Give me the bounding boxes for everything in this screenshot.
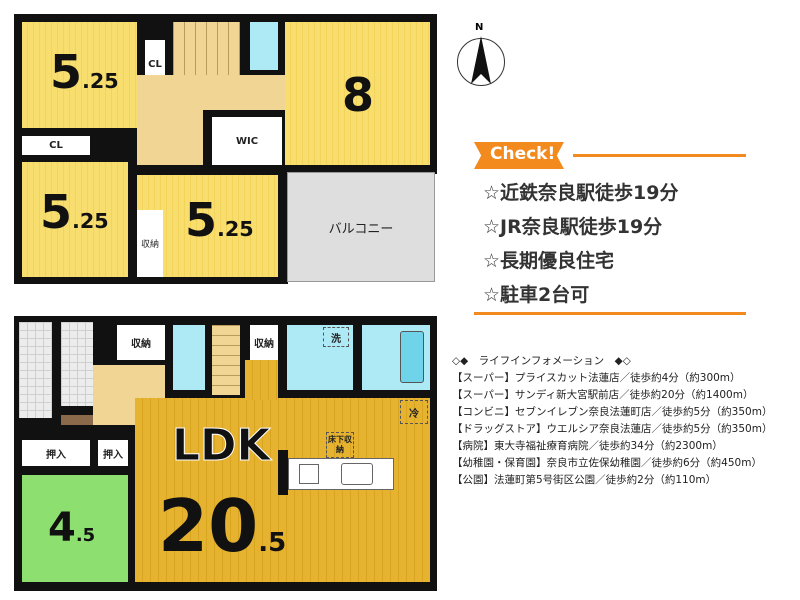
life-info-item: 【公園】法蓮町第5号街区公園／徒歩約2分（約110m） [452,474,717,486]
life-info-item: 【スーパー】プライスカット法蓮店／徒歩約4分（約300m） [452,372,741,384]
check-item: ☆長期優良住宅 [483,250,615,272]
north-arrow-icon [471,36,491,84]
ldk-label: LDK [172,420,272,472]
underfloor-storage: 床下収納 [326,432,354,458]
floor-plan-2f: バルコニー CL WIC CL 収納 5.25 5.25 5.25 8 [0,0,450,290]
toilet-2f [250,22,278,70]
storage-1f-b: 収納 [250,325,278,360]
closet-oshiire-1: 押入 [22,440,90,466]
stairs [173,22,240,75]
life-info-item: 【幼稚園・保育園】奈良市立佐保幼稚園／徒歩約6分（約450m） [452,457,762,469]
check-item: ☆近鉄奈良駅徒歩19分 [483,182,679,204]
bedroom-sw [22,162,128,277]
divider [573,154,746,157]
storage-1f-a: 収納 [117,325,165,360]
wic: WIC [212,117,282,165]
bathroom [362,325,430,390]
entrance-hall [61,322,93,406]
closet-oshiire-2: 押入 [98,440,128,466]
closet-cl2: CL [22,136,90,155]
fridge-space: 冷 [400,400,428,424]
tatami-count-nw: 5.25 [50,45,119,99]
life-info-item: 【ドラッグストア】ウエルシア奈良法蓮店／徒歩約5分（約350m） [452,423,773,435]
kitchen-counter [288,458,394,490]
washroom: 洗 [287,325,353,390]
japanese-room-tatami-count: 4.5 [48,505,96,551]
storage-2f: 収納 [137,210,163,277]
tatami-count-e: 8 [342,68,375,122]
stairs-1f [212,325,240,395]
ldk-tatami-count: 20.5 [158,484,287,568]
life-info-item: 【スーパー】サンディ新大宮駅前店／徒歩約20分（約1400m） [452,389,754,401]
balcony: バルコニー [287,172,435,282]
bedroom-e [285,22,430,165]
tatami-count-mid: 5.25 [185,193,254,247]
check-badge [474,142,564,169]
toilet-1f [173,325,205,390]
life-info-item: 【病院】東大寺福祉療育病院／徒歩約34分（約2300m） [452,440,723,452]
japanese-room [22,475,128,582]
bedroom-nw [22,22,137,128]
life-info-item: 【コンビニ】セブンイレブン奈良法蓮町店／徒歩約5分（約350m） [452,406,773,418]
divider [474,312,746,315]
floor-plan-1f: 収納 収納 洗 冷 床下収納 押入 押入 LDK 20.5 4.5 [14,316,437,591]
check-item: ☆駐車2台可 [483,284,590,306]
life-info-title: ◇◆ ライフインフォメーション ◆◇ [452,355,631,367]
entrance [19,322,52,418]
tatami-count-sw: 5.25 [40,185,109,239]
check-item: ☆JR奈良駅徒歩19分 [483,216,663,238]
north-compass: N [455,22,509,90]
